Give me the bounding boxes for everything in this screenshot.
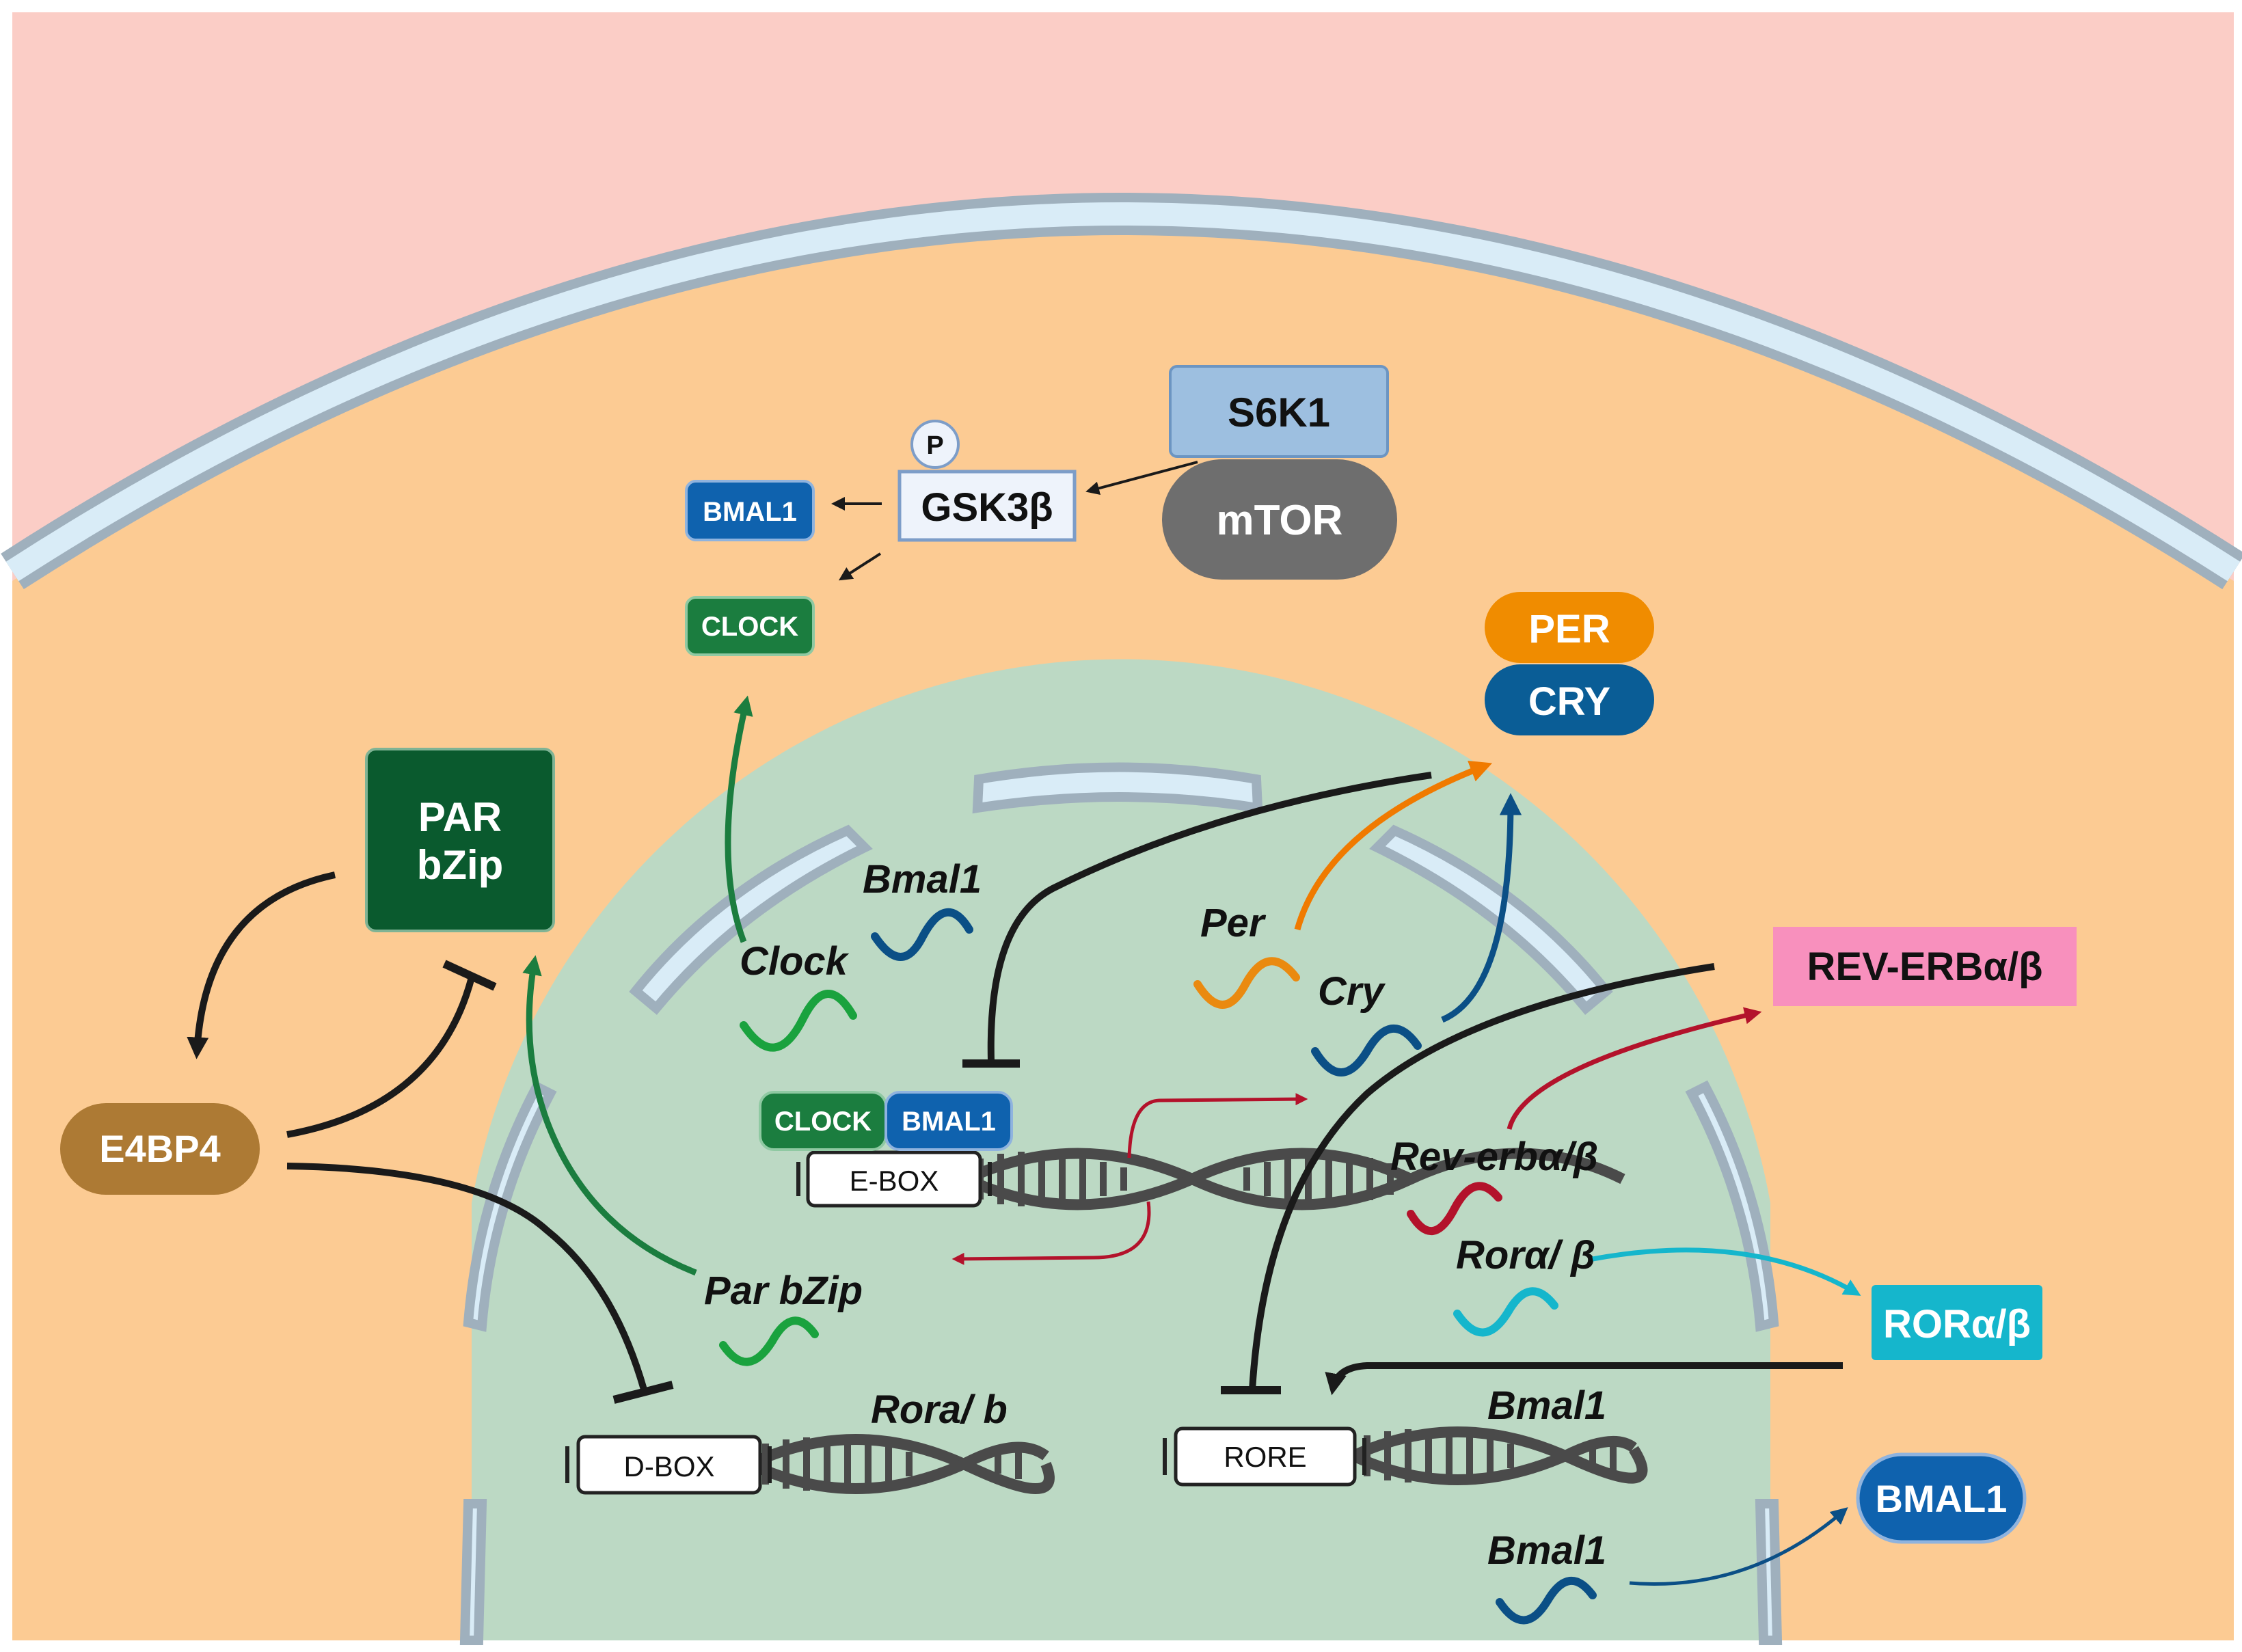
rev-erb-translation-arrow: [1507, 1007, 1762, 1130]
bmal1-on-ebox: [884, 1091, 1013, 1151]
clock-translation-arrow: [725, 695, 753, 943]
e4bp4-label: E4BP4: [99, 1127, 220, 1170]
bmal1-large-node: BMAL1: [1856, 1452, 2027, 1544]
gene-clock: Clock: [740, 939, 850, 984]
mrna-icon: [719, 1316, 819, 1366]
mrna-icon: [1407, 1182, 1502, 1236]
e4bp4-inhibits-par-bzip: [286, 960, 497, 1138]
gene-bmal1-top: Bmal1: [863, 857, 982, 902]
nucleus: [459, 659, 1783, 1645]
per-label: PER: [1528, 607, 1610, 651]
gene-rora-b: Rora/ b: [871, 1387, 1008, 1432]
mtor-label: mTOR: [1217, 497, 1343, 544]
s6k1-label: S6K1: [1228, 390, 1330, 435]
mrna-icon: [871, 908, 973, 961]
ebox-dna: E-BOX CLOCK BMAL1: [759, 1091, 1625, 1210]
ebox-element: [806, 1150, 982, 1208]
per-cry-inhibits-ebox: [962, 772, 1432, 1068]
rore-label: RORE: [1224, 1441, 1306, 1473]
clock-small-node: CLOCK: [685, 596, 815, 656]
dna-helix-icon: [1351, 1426, 1648, 1485]
gene-ror: Rorα/ β: [1456, 1233, 1595, 1277]
gsk3b-to-clock-arrow: [838, 552, 882, 581]
par-bzip-to-e4bp4-arrow: [187, 871, 336, 1059]
rore-dna: RORE: [1163, 1426, 1648, 1487]
phosphate-label: P: [926, 431, 943, 460]
mrna-transcripts: [719, 908, 1597, 1625]
rore-element: [1174, 1426, 1357, 1487]
mrna-icon: [1453, 1287, 1558, 1337]
rev-erb-label: REV-ERBα/β: [1807, 945, 2043, 989]
gsk3b-node: GSK3β P: [897, 420, 1077, 542]
cry-node: CRY: [1485, 664, 1654, 735]
nuclear-envelope: [459, 762, 1783, 1645]
bmal1-translation-arrow: [1629, 1507, 1848, 1586]
e4bp4-node: E4BP4: [60, 1103, 260, 1195]
per-node: PER: [1485, 592, 1654, 663]
par-bzip-label-line2: bZip: [417, 842, 504, 888]
dbox-label: D-BOX: [623, 1450, 714, 1482]
gsk3b-label: GSK3β: [921, 485, 1053, 530]
bmal1-large-label: BMAL1: [1876, 1477, 2008, 1520]
e4bp4-inhibits-dbox: [286, 1163, 674, 1404]
gene-rev-erb: Rev-erbα/β: [1390, 1135, 1598, 1179]
gene-bmal1-rore: Bmal1: [1487, 1383, 1606, 1428]
gene-par-bzip: Par bZip: [704, 1269, 863, 1313]
mrna-icon: [1496, 1576, 1597, 1625]
cry-translation-arrow: [1441, 793, 1522, 1023]
par-bzip-label-line1: PAR: [418, 794, 502, 840]
mrna-icon: [1193, 957, 1300, 1009]
clock-on-ebox-label: CLOCK: [774, 1107, 872, 1137]
per-translation-arrow: [1294, 761, 1493, 931]
mtor-to-gsk3b-arrow: [1085, 461, 1198, 496]
ebox-to-par-bzip-arrow: [951, 1201, 1151, 1265]
mtor-node: [1162, 459, 1397, 580]
mrna-icon: [1311, 1024, 1422, 1076]
ror-activates-rore-arrow: [1325, 1362, 1843, 1396]
par-bzip-translation-arrow: [522, 955, 697, 1276]
par-bzip-node: PAR bZip: [365, 748, 555, 932]
cry-label: CRY: [1528, 679, 1610, 724]
rev-erb-node: REV-ERBα/β: [1773, 927, 2077, 1006]
bmal1-on-ebox-label: BMAL1: [902, 1107, 996, 1137]
gene-cry: Cry: [1318, 969, 1386, 1014]
bmal1-small-label: BMAL1: [703, 497, 797, 527]
gene-per: Per: [1200, 901, 1267, 945]
dbox-element: [576, 1435, 762, 1495]
ror-translation-arrow: [1592, 1247, 1861, 1296]
cell-membrane: [1, 193, 2242, 590]
ror-node: RORα/β: [1872, 1285, 2042, 1360]
ebox-label: E-BOX: [850, 1165, 939, 1197]
ror-label: RORα/β: [1883, 1302, 2031, 1346]
s6k1-node: [1169, 365, 1389, 458]
mtor-complex: mTOR S6K1: [1162, 365, 1397, 580]
dna-helix-icon: [748, 1434, 1055, 1494]
gene-bmal1-bottom: Bmal1: [1487, 1528, 1606, 1573]
mrna-icon: [740, 990, 857, 1052]
phosphate-icon: [910, 420, 960, 469]
bmal1-small-node: BMAL1: [685, 480, 815, 541]
dna-helix-icon: [964, 1148, 1625, 1210]
dbox-dna: D-BOX: [565, 1434, 1055, 1495]
clock-small-label: CLOCK: [701, 612, 798, 642]
rev-erb-inhibits-rore: [1221, 963, 1715, 1394]
ebox-to-per-cry-arrow: [1127, 1093, 1308, 1159]
